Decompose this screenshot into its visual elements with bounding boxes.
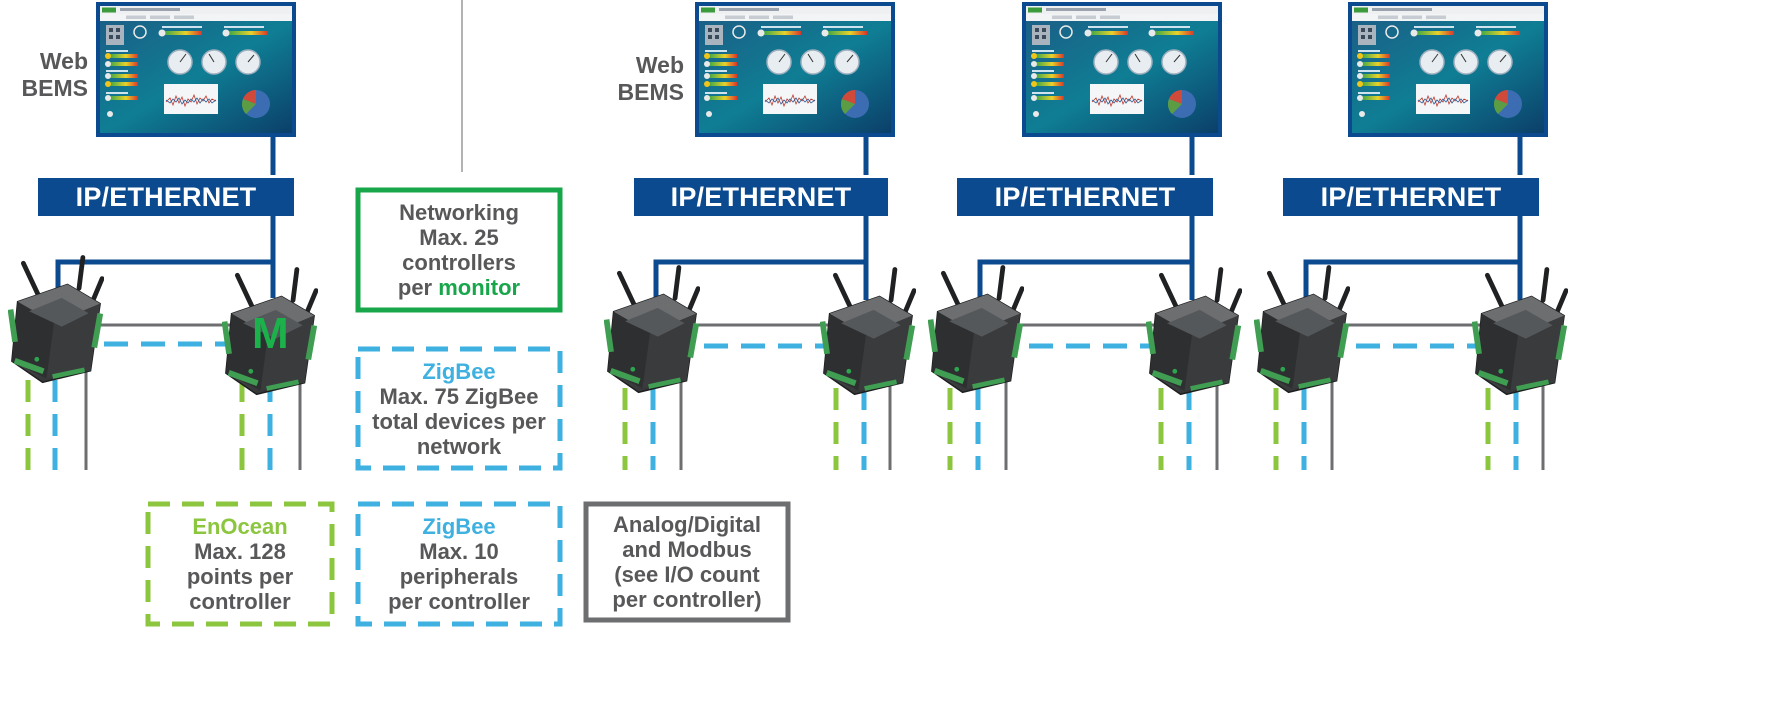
networking-limits-box: Networking Max. 25 controllers per monit… [358,190,560,310]
zigbee-controller-title: ZigBee [422,514,496,539]
zigbee-network-max: Max. 75 ZigBee [379,383,539,409]
networking-per-monitor: per monitor [398,275,520,300]
controller-1a [8,258,103,383]
network-group-3 [928,2,1241,470]
enocean-controller: controller [189,589,291,614]
networking-box-border [355,187,563,313]
networking-controllers-word: controllers [402,250,516,275]
controller-2a [604,268,699,393]
network-group-2 [604,2,915,470]
zigbee-network-limits-box: ZigBee Max. 75 ZigBee total devices per … [358,349,560,468]
monitor-word: monitor [438,275,521,300]
enocean-points: points per [186,564,294,589]
ip-ethernet-bus-4: IP/ETHERNET [1283,178,1539,216]
master-controller-mark: M [252,309,289,358]
web-label: Web [39,48,88,74]
bems-monitor-2 [695,2,895,137]
zigbee-network-word: network [416,433,502,459]
web-bems-label-1: Web BEMS [0,48,88,102]
analog-modbus: and Modbus [622,537,752,562]
bems-label: BEMS [21,75,88,101]
bems-monitor-4 [1348,2,1548,137]
ip-ethernet-bus-1: IP/ETHERNET [38,178,294,216]
zigbee-controller-limits-box: ZigBee Max. 10 peripherals per controlle… [358,504,560,624]
zigbee-controller-per: per controller [388,589,530,614]
zigbee-network-total: total devices per [372,408,546,434]
per-word: per [397,275,439,300]
networking-title: Networking [399,200,519,225]
web-label: Web [635,52,684,78]
networking-max-controllers: Max. 25 [419,225,499,250]
ip-ethernet-bus-2: IP/ETHERNET [634,178,888,216]
controller-4a [1254,268,1349,393]
zigbee-controller-box-border [355,501,563,627]
enocean-max: Max. 128 [194,539,286,564]
network-group-1 [8,2,317,470]
enocean-limits-box: EnOcean Max. 128 points per controller [148,504,332,624]
network-group-4 [1254,2,1567,470]
web-bems-label-2: Web BEMS [564,52,684,106]
enocean-box-border [145,501,335,627]
bems-label: BEMS [617,79,684,105]
analog-box-border [583,501,791,623]
analog-digital-title: Analog/Digital [613,512,761,537]
zigbee-controller-max: Max. 10 [419,539,499,564]
zigbee-network-title: ZigBee [422,358,496,384]
bems-monitor-3 [1022,2,1222,137]
ip-ethernet-bus-3: IP/ETHERNET [957,178,1213,216]
enocean-title: EnOcean [192,514,288,539]
controller-3a [928,268,1023,393]
analog-digital-limits-box: Analog/Digital and Modbus (see I/O count… [586,504,788,620]
zigbee-controller-peripherals: peripherals [399,564,519,589]
analog-per-controller: per controller) [612,587,762,612]
analog-io-count: (see I/O count [614,562,760,587]
zigbee-network-box-border [355,346,563,471]
bems-monitor-1 [96,2,296,137]
